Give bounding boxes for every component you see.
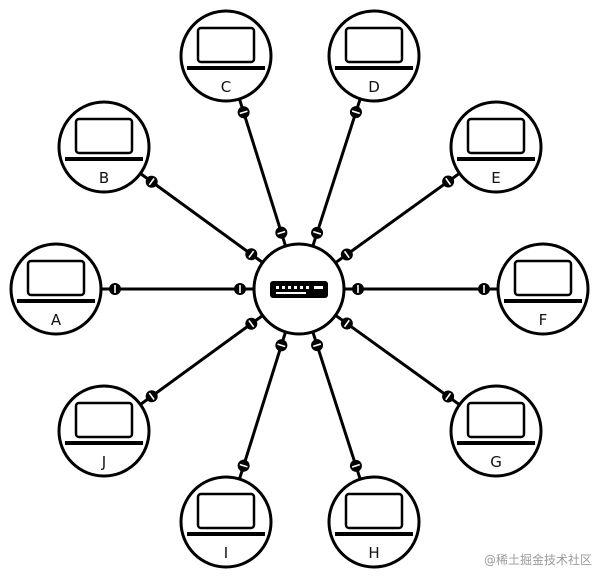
hub-switch (252, 242, 346, 336)
laptop-icon (187, 492, 265, 536)
cable-connector-icon (311, 226, 324, 239)
cable-connector-icon (349, 459, 362, 472)
node-circle (449, 100, 543, 194)
cable-connector-icon (275, 339, 288, 352)
node-circle (9, 242, 103, 336)
laptop-icon (335, 492, 413, 536)
watermark: @稀土掘金技术社区 (483, 553, 592, 567)
laptop-icon (504, 259, 582, 303)
node-label: D (368, 78, 380, 96)
cable-connector-icon (237, 106, 250, 119)
node-circle (327, 475, 421, 569)
cable-connector-icon (442, 390, 455, 403)
node-circle (496, 242, 590, 336)
laptop-icon (65, 117, 143, 161)
node-label: B (99, 169, 109, 187)
node-e: E (449, 100, 543, 194)
node-circle (449, 384, 543, 478)
cable-connector-icon (109, 283, 121, 295)
node-circle (179, 475, 273, 569)
node-label: I (224, 544, 228, 562)
links-layer (101, 98, 498, 480)
nodes-layer: A B C D E F G H I J (9, 9, 590, 569)
node-h: H (327, 475, 421, 569)
node-label: J (101, 453, 106, 471)
cable-connector-icon (145, 390, 158, 403)
cable-connector-icon (311, 339, 324, 352)
cable-connector-icon (237, 459, 250, 472)
cable-connector-icon (349, 106, 362, 119)
cable-connector-icon (352, 283, 364, 295)
cable-connector-icon (245, 248, 258, 261)
laptop-icon (17, 259, 95, 303)
link-e (334, 172, 461, 264)
node-circle (327, 9, 421, 103)
node-f: F (496, 242, 590, 336)
laptop-icon (457, 401, 535, 445)
node-circle (57, 100, 151, 194)
cable-connector-icon (275, 226, 288, 239)
cable-connector-icon (340, 248, 353, 261)
link-i (238, 331, 287, 480)
node-circle (179, 9, 273, 103)
node-c: C (179, 9, 273, 103)
hub-layer (252, 242, 346, 336)
node-label: A (51, 311, 62, 329)
link-d (311, 98, 362, 247)
laptop-icon (335, 26, 413, 70)
node-d: D (327, 9, 421, 103)
laptop-icon (457, 117, 535, 161)
node-a: A (9, 242, 103, 336)
node-label: G (490, 453, 502, 471)
node-circle (57, 384, 151, 478)
cable-connector-icon (145, 175, 158, 188)
link-c (238, 98, 287, 247)
node-i: I (179, 475, 273, 569)
node-label: F (539, 311, 548, 329)
link-h (311, 331, 362, 480)
laptop-icon (187, 26, 265, 70)
cable-connector-icon (245, 317, 258, 330)
node-label: H (368, 544, 379, 562)
link-g (334, 314, 461, 406)
link-j (139, 314, 264, 406)
link-b (139, 172, 264, 264)
node-b: B (57, 100, 151, 194)
cable-connector-icon (478, 283, 490, 295)
laptop-icon (65, 401, 143, 445)
node-j: J (57, 384, 151, 478)
cable-connector-icon (340, 317, 353, 330)
network-switch-icon (270, 281, 328, 298)
node-g: G (449, 384, 543, 478)
cable-connector-icon (442, 175, 455, 188)
cable-connector-icon (234, 283, 246, 295)
node-label: E (491, 169, 500, 187)
node-label: C (221, 78, 231, 96)
